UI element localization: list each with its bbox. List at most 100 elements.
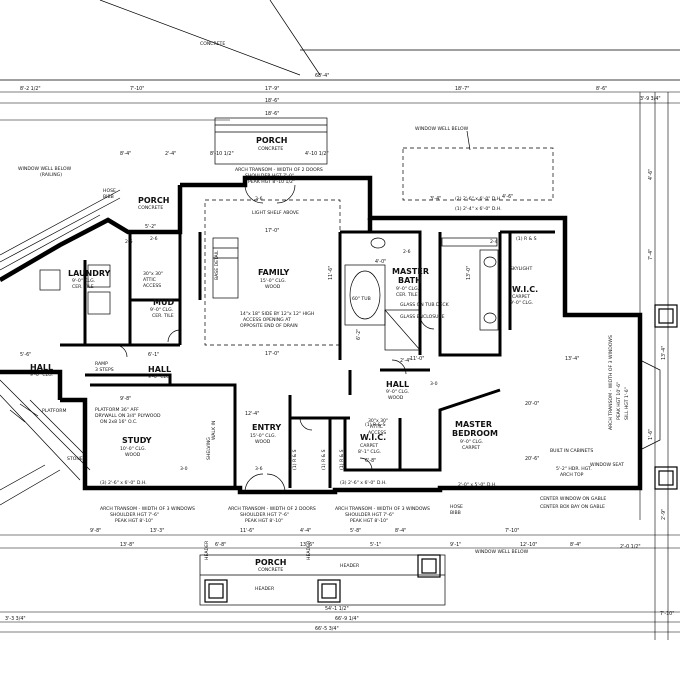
sink (483, 256, 497, 268)
note: ARCH TOP (560, 472, 584, 478)
wic-left-name: W.I.C. (360, 433, 386, 442)
sink (483, 312, 497, 324)
note: OPPOSITE END OF DRAIN (240, 323, 298, 329)
note: HEADER (255, 586, 275, 592)
shelf-tag: (1) R & S (321, 449, 327, 470)
dim-text: 4'-10 1/2" (305, 151, 329, 157)
vanity (441, 237, 498, 247)
note: PEAK HGT 8'-10" (245, 518, 283, 524)
master-bedroom-sub2: CARPET (462, 445, 480, 451)
dim-text: 8'-4" (395, 528, 406, 534)
dim-text: 1'-6" (648, 429, 654, 440)
note: STONE (67, 456, 83, 462)
door-tag: 2-6 (403, 249, 411, 255)
hall-mid-sub1: 9'-0" CLG. (148, 374, 171, 380)
dim-text: 2'-4" (400, 358, 411, 364)
dim-text: 5'-6" (20, 352, 31, 358)
dim-text: 18'-7" (455, 86, 469, 92)
dim-text: 5'-1" (370, 542, 381, 548)
master-bedroom-sub1: 9'-0" CLG. (460, 439, 483, 445)
note: RAMP (95, 361, 108, 367)
note: ACCESS (368, 430, 386, 436)
dim-text: 7'-10" (505, 528, 519, 534)
note: SILL HGT 1'-6" (624, 387, 630, 420)
tub (344, 264, 386, 326)
laundry-sub2: CER. TILE (72, 284, 94, 290)
dim-text: 13'-0" (466, 266, 472, 280)
porch-bottom-slab (199, 554, 446, 606)
note: HEADER (204, 540, 210, 560)
dim-text: 6'-8" (365, 458, 376, 464)
family-name: FAMILY (258, 268, 290, 277)
dim-text: 11'-6" (328, 266, 334, 280)
toilet (370, 237, 386, 249)
note: SKYLIGHT (510, 266, 532, 272)
door-tag: 3-0 (430, 381, 438, 387)
note: PLATFORM 36" AFF (95, 407, 139, 413)
note: BIBB (103, 194, 114, 200)
dim-text: 6'-1" (148, 352, 159, 358)
wic-right-name: W.I.C. (512, 285, 538, 294)
dim-text: 13'-3" (150, 528, 164, 534)
porch-bottom-sub: CONCRETE (258, 567, 283, 573)
note: GLASS ENCLOSURE (400, 314, 445, 320)
dim-text: 11'-0" (410, 356, 424, 362)
shelf-tag: (1) R & S (516, 236, 537, 242)
master-bedroom-name: MASTER (455, 420, 492, 429)
porch-small-sub: CONCRETE (138, 205, 163, 211)
wic-left-sub2: 8'-1" CLG. (358, 449, 381, 455)
dim-text: 4'-0" (375, 259, 386, 265)
master-bath-sub2: CER. TILE (396, 292, 418, 298)
hall-right-sub1: 9'-0" CLG. (386, 389, 409, 395)
dim-text: 8'-6" (596, 86, 607, 92)
note: LIGHT SHELF ABOVE (252, 210, 299, 216)
dim-text: 8'-4" (120, 151, 131, 157)
dim-text: 20'-6" (525, 456, 539, 462)
wic-right-sub2: 9'-0" CLG. (510, 300, 533, 306)
top-dimension-string: 8'-2 1/2" 7'-10" 17'-9" 18'-7" 8'-6" 3'-… (20, 86, 661, 117)
note: CENTER BOX BAY ON GABLE (540, 504, 605, 510)
dim-text: 4'-6" (648, 169, 654, 180)
mud-name: MUD (153, 298, 174, 307)
shelf-tag: (1) R & S (292, 449, 298, 470)
note: BIBB (450, 510, 461, 516)
dim-text: 20'-0" (525, 401, 539, 407)
note: 5'-2" HDR. HGT. (556, 466, 592, 472)
study-sub1: 10'-0" CLG. (120, 446, 146, 452)
entry-sub2: WOOD (255, 439, 271, 445)
master-bath-sub1: 9'-0" CLG. (396, 286, 419, 292)
dim-text: 9'-8" (120, 396, 131, 402)
porch-top-name: PORCH (256, 136, 287, 145)
note: 3 STEPS (95, 367, 114, 373)
window-well-label: WINDOW WELL BELOW (415, 126, 469, 132)
dim-text: 6'-8" (215, 542, 226, 548)
note: DRYWALL ON 3/4" PLYWOOD (95, 413, 161, 419)
dim-text: 12'-4" (245, 411, 259, 417)
dim-text: 54'-1 1/2" (325, 606, 349, 612)
porch-bottom-name: PORCH (255, 558, 286, 567)
note: WINDOW WELL BELOW (475, 549, 529, 555)
note: BASE DETAIL (214, 250, 220, 280)
door-tag: 3-6 (255, 466, 263, 472)
porch-top-slab (214, 117, 328, 165)
note: ARCH TRANSOM - WIDTH OF 3 WINDOWS (100, 506, 195, 512)
dim-text: 2'-9" (661, 509, 667, 520)
railing-label: (RAILING) (40, 172, 62, 178)
master-bedroom-name2: BEDROOM (452, 429, 498, 438)
note: GLASS ON TUB DECK (400, 302, 450, 308)
entry-name: ENTRY (252, 423, 281, 432)
note: HEADER (306, 540, 312, 560)
note: WINDOW SEAT (590, 462, 624, 468)
note: SHOULDER HGT 7'-6" (240, 512, 289, 518)
hall-right-name: HALL (386, 380, 409, 389)
note: PEAK HGT 8'-10" (350, 518, 388, 524)
wic-right-sub1: CARPET (512, 294, 530, 300)
laundry-name: LAUNDRY (68, 269, 111, 278)
laundry-sub1: 9'-0" CLG. (72, 278, 95, 284)
dim-text: 66'-9 1/4" (335, 616, 359, 622)
dim-text: 5'-8" (350, 528, 361, 534)
study-name: STUDY (122, 436, 152, 445)
entry-sub1: 15'-0" CLG. (250, 433, 276, 439)
